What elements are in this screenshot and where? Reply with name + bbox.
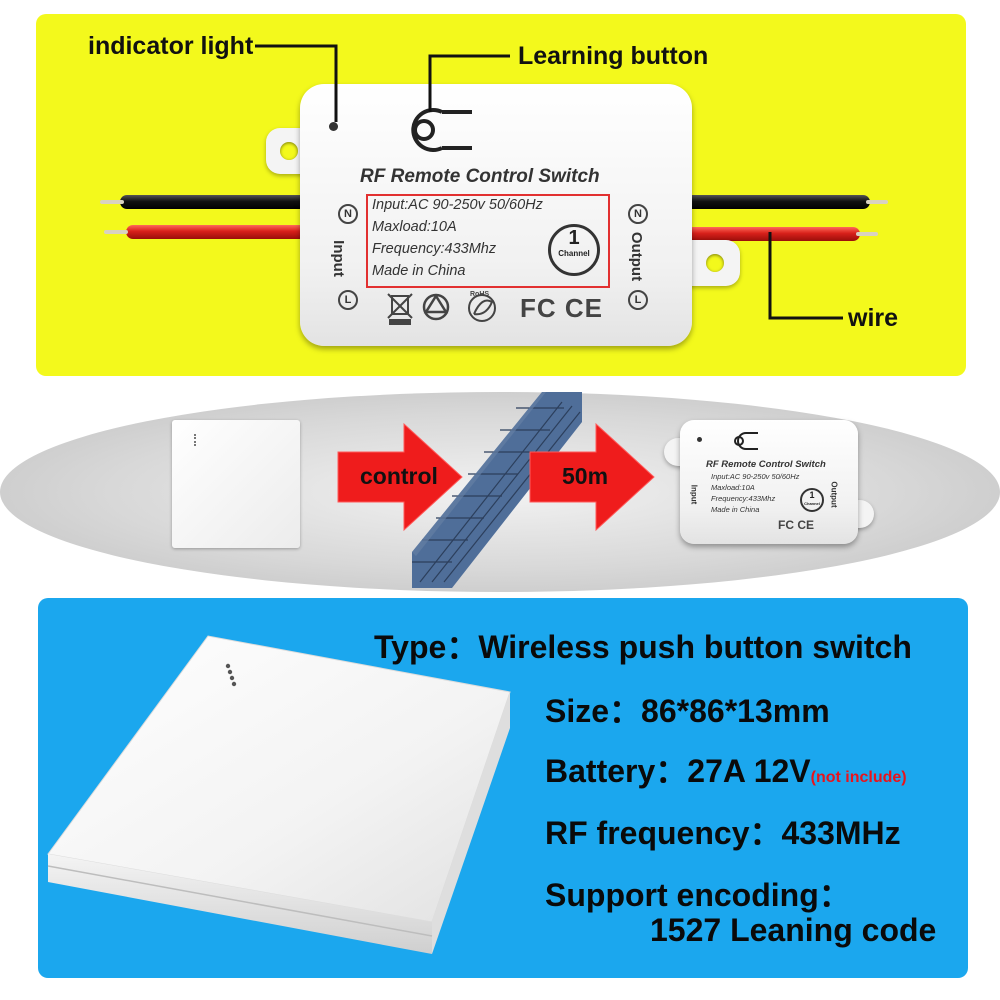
small-module-title: RF Remote Control Switch [706,459,826,470]
l-terminal-icon: L [628,290,648,310]
type-value: Wireless push button switch [478,629,912,665]
spec-line: Made in China [711,505,760,514]
wireless-push-button-switch [47,635,511,954]
spec-line: Frequency:433Mhz [372,241,497,257]
control-arrow-icon [337,422,463,532]
control-arrow-label: control [360,463,438,489]
wire-tip [866,200,888,204]
small-fc-ce-marks: FC CE [778,518,814,532]
brick-wall [412,392,582,588]
status-led-dots [225,663,237,687]
size-value: 86*86*13mm [641,693,830,729]
battery-value: 27A 12V [687,753,811,789]
distance-arrow-icon [529,422,655,532]
output-black-wire [680,195,870,209]
rf-module-small [680,420,858,544]
weee-bin-icon [387,293,413,325]
spec-line: Input:AC 90-250v 50/60Hz [711,472,800,481]
distance-arrow-label: 50m [562,463,609,489]
small-spec-block: Input:AC 90-250v 50/60Hz Maxload:10A Fre… [711,472,817,516]
small-output-label: Output [829,481,839,508]
module-title: RF Remote Control Switch [360,166,600,187]
spec-line: Made in China [372,263,466,279]
rohs-leaf-icon [468,294,496,322]
channel-number: 1 [809,490,815,500]
channel-text: Channel [558,249,590,258]
channel-badge: 1 Channel [548,224,600,276]
wall-switch-small [172,420,300,548]
input-red-wire [126,225,320,239]
wire-tip [100,200,124,204]
type-row: Type：Wireless push button switch [374,622,912,668]
wire-label: wire [848,304,899,332]
compliance-icons [387,293,496,325]
battery-row: Battery：27A 12V(not include) [545,746,907,792]
encoding-value: 1527 Leaning code [650,912,937,948]
wire-tip [856,232,878,236]
type-label: Type： [374,629,479,665]
small-input-label: Input [689,484,699,505]
rf-module [300,84,692,346]
n-terminal-icon: N [628,204,648,224]
encoding-label: Support encoding： [545,877,851,913]
spec-line: Maxload:10A [711,483,755,492]
size-row: Size：86*86*13mm [545,686,830,732]
channel-badge-small: 1 Channel [800,488,824,512]
channel-number: 1 [568,227,580,249]
channel-text: Channel [804,501,820,506]
size-label: Size： [545,693,642,729]
rf-frequency-value: 433MHz [781,815,901,851]
indicator-light [329,122,338,131]
rohs-text: RoHS [470,291,490,298]
learning-button-icon-small [734,432,758,450]
spec-line: Input:AC 90-250v 50/60Hz [372,197,543,213]
wire-tip [104,230,128,234]
spec-line: Frequency:433Mhz [711,494,776,503]
rf-frequency-label: RF frequency： [545,815,782,851]
n-terminal-icon: N [338,204,358,224]
input-label: Input [329,240,347,277]
indicator-light-small [697,437,702,442]
spec-box [366,194,610,288]
learning-button-label: Learning button [518,42,709,70]
output-label: Output [628,231,646,282]
recycle-icon [422,293,450,321]
battery-label: Battery： [545,753,688,789]
spec-line: Maxload:10A [372,219,457,235]
fc-ce-marks: FC CE [520,293,603,323]
input-black-wire [120,195,320,209]
callout-lines [255,44,843,320]
l-terminal-icon: L [338,290,358,310]
rf-frequency-row: RF frequency：433MHz [545,808,901,854]
battery-note: (not include) [810,769,907,786]
indicator-light-label: indicator light [88,32,254,60]
